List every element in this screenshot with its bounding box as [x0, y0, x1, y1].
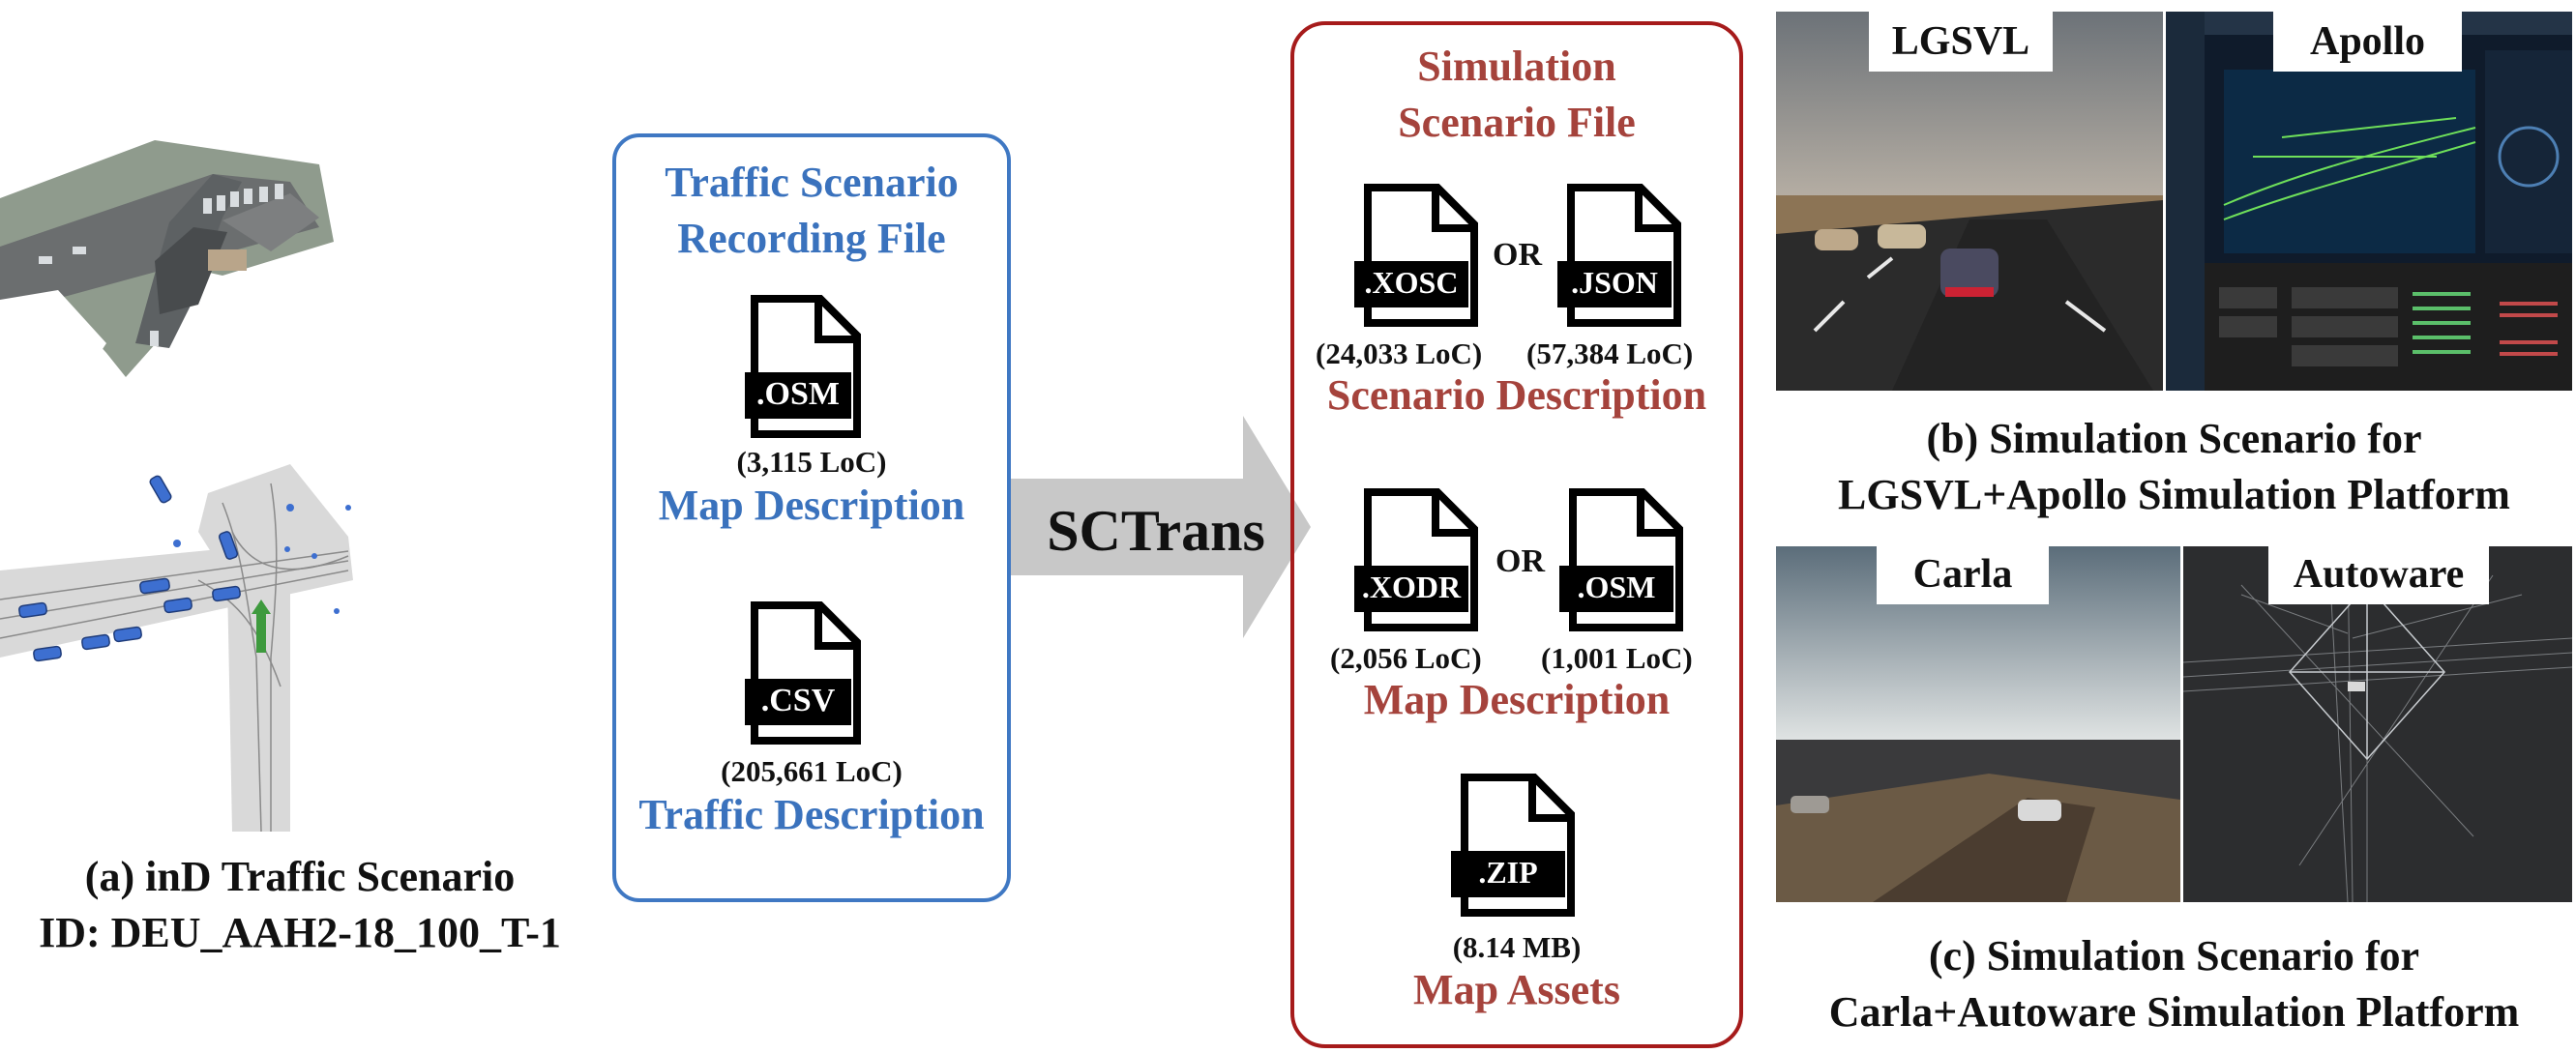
- apollo-label: Apollo: [2273, 12, 2462, 72]
- document-icon: .JSON: [1557, 184, 1683, 327]
- carla-screenshot: [1776, 546, 2180, 902]
- traffic-description-label: Traffic Description: [638, 791, 985, 838]
- map-description-label: Map Description: [658, 482, 965, 529]
- arrow-right-icon: [1011, 416, 1311, 638]
- lgsvl-label: LGSVL: [1869, 12, 2053, 72]
- document-icon: .XODR: [1354, 488, 1480, 631]
- zip-size: (8.14 MB): [1452, 930, 1582, 964]
- csv-extension-label: .CSV: [760, 683, 836, 718]
- apollo-screenshot: [2166, 12, 2572, 391]
- scenario-description-label: Scenario Description: [1326, 371, 1707, 419]
- caption-a-line1: (a) inD Traffic Scenario: [84, 853, 516, 900]
- map-assets-label: Map Assets: [1413, 966, 1620, 1013]
- aerial-intersection-image: [0, 140, 334, 377]
- recording-file-box: [612, 133, 1011, 902]
- sim-map-description-label: Map Description: [1363, 676, 1671, 723]
- xosc-loc: (24,033 LoC): [1316, 336, 1483, 370]
- xosc-extension-label: .XOSC: [1364, 265, 1459, 300]
- lgsvl-screenshot: [1776, 12, 2163, 391]
- sctrans-label: SCTrans: [1047, 499, 1265, 563]
- sim-osm-loc: (1,001 LoC): [1541, 641, 1693, 675]
- document-icon: .OSM: [1559, 488, 1685, 631]
- document-icon: .ZIP: [1451, 774, 1577, 917]
- xodr-extension-label: .XODR: [1361, 570, 1462, 604]
- simulation-file-box: [1290, 21, 1743, 1048]
- simulation-box-title-line1: Simulation: [1417, 43, 1616, 90]
- xodr-loc: (2,056 LoC): [1330, 641, 1482, 675]
- caption-c-line2: Carla+Autoware Simulation Platform: [1828, 988, 2520, 1036]
- traffic-lanes-visualization: [0, 464, 600, 832]
- sim-osm-extension-label: .OSM: [1577, 570, 1656, 604]
- document-icon: .XOSC: [1354, 184, 1480, 327]
- csv-loc: (205,661 LoC): [721, 754, 903, 788]
- or-label-map: OR: [1495, 543, 1545, 579]
- caption-c-line1: (c) Simulation Scenario for: [1928, 932, 2420, 980]
- autoware-label: Autoware: [2268, 544, 2489, 604]
- simulation-box-title-line2: Scenario File: [1398, 99, 1636, 146]
- recording-box-title-line2: Recording File: [677, 215, 946, 262]
- json-extension-label: .JSON: [1571, 265, 1658, 300]
- autoware-screenshot: [2183, 546, 2572, 902]
- recording-box-title-line1: Traffic Scenario: [665, 159, 959, 206]
- caption-b-line2: LGSVL+Apollo Simulation Platform: [1838, 471, 2510, 518]
- zip-extension-label: .ZIP: [1478, 855, 1538, 890]
- osm-extension-label: .OSM: [756, 376, 840, 412]
- or-label-scenario: OR: [1493, 237, 1542, 273]
- osm-loc: (3,115 LoC): [736, 445, 887, 479]
- caption-b-line1: (b) Simulation Scenario for: [1926, 415, 2422, 462]
- document-icon: .CSV: [745, 601, 861, 745]
- json-loc: (57,384 LoC): [1526, 336, 1694, 370]
- document-icon: .OSM: [745, 295, 861, 438]
- caption-a-line2: ID: DEU_AAH2-18_100_T-1: [39, 909, 561, 956]
- carla-label: Carla: [1877, 544, 2049, 604]
